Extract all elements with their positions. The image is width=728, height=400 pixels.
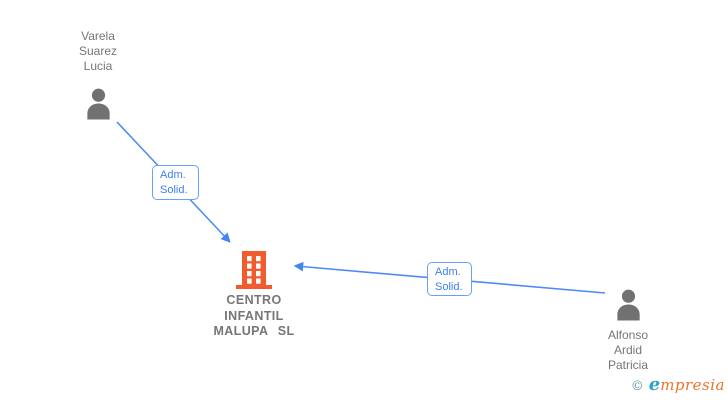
person-icon: [86, 88, 110, 120]
building-icon: [236, 251, 272, 289]
person-name: Varela Suarez Lucia: [78, 29, 118, 73]
company-name: CENTRO INFANTIL MALUPA SL: [213, 293, 295, 338]
person-node-varela-suarez-lucia[interactable]: Varela Suarez Lucia: [48, 29, 148, 120]
person-icon: [616, 289, 640, 321]
person-node-alfonso-ardid-patricia[interactable]: Alfonso Ardid Patricia: [578, 288, 678, 373]
edge-label-adm-solid-2[interactable]: Adm. Solid.: [427, 262, 472, 296]
edge-label-adm-solid-1[interactable]: Adm. Solid.: [152, 165, 199, 200]
company-node-centro-infantil-malupa-sl[interactable]: CENTRO INFANTIL MALUPA SL: [194, 250, 314, 340]
brand-rest: mpresia: [660, 376, 725, 394]
brand-initial: e: [648, 374, 661, 395]
empresia-logo: © e mpresia: [631, 374, 725, 395]
copyright-icon: ©: [630, 379, 644, 394]
person-name: Alfonso Ardid Patricia: [607, 328, 649, 372]
